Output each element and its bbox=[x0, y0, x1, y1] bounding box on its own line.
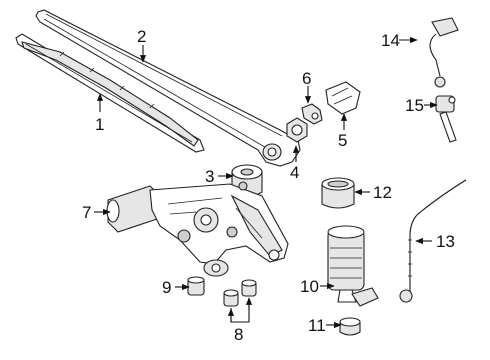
hose-connector-drawing bbox=[429, 17, 459, 88]
callout-1: 1 bbox=[95, 115, 105, 134]
callout-15: 15 bbox=[405, 96, 424, 115]
callout-10: 10 bbox=[300, 277, 319, 296]
leader-lines bbox=[94, 36, 438, 329]
wiper-arm-drawing bbox=[35, 9, 301, 167]
arm-cap-drawing bbox=[325, 81, 361, 115]
callout-9: 9 bbox=[162, 278, 172, 297]
callout-12: 12 bbox=[373, 183, 392, 202]
callout-11: 11 bbox=[308, 316, 326, 335]
wiper-motor-drawing bbox=[106, 181, 289, 277]
pump-grommet-drawing bbox=[339, 317, 361, 336]
cap-clip-drawing bbox=[301, 103, 323, 125]
callout-14: 14 bbox=[381, 31, 400, 50]
callout-5: 5 bbox=[338, 131, 348, 150]
callout-8: 8 bbox=[234, 325, 244, 344]
callout-13: 13 bbox=[436, 232, 455, 251]
motor-bushing-drawing bbox=[187, 276, 205, 296]
washer-nozzle-drawing bbox=[435, 95, 457, 143]
callout-7: 7 bbox=[82, 203, 92, 222]
motor-mount-grommets-drawing bbox=[223, 279, 257, 307]
callout-3: 3 bbox=[205, 167, 215, 186]
callout-2: 2 bbox=[137, 27, 147, 46]
pump-seal-drawing bbox=[321, 177, 355, 209]
callout-4: 4 bbox=[290, 163, 300, 182]
washer-hose-drawing bbox=[399, 179, 467, 303]
washer-pump-drawing bbox=[327, 225, 379, 307]
arm-nut-drawing bbox=[286, 117, 308, 143]
callout-6: 6 bbox=[302, 69, 312, 88]
wiper-blade-drawing bbox=[15, 33, 205, 153]
